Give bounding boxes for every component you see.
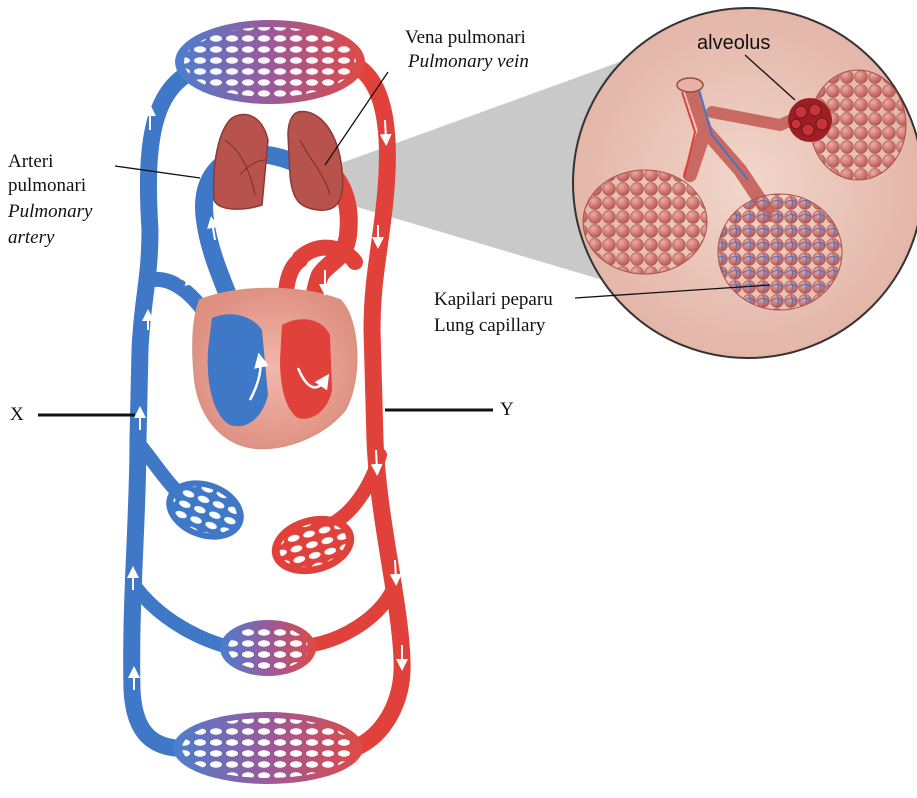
alveolus-cross-section [788,98,832,142]
label-vena-pulmonari: Vena pulmonari [405,26,526,49]
leader-arteri-pulmonari [115,166,200,178]
label-arteri: Arteri [8,150,53,173]
left-ventricle [280,319,332,419]
label-kapilari-peparu: Kapilari peparu [434,288,553,311]
right-lung [288,112,343,211]
alveolar-sac-capillary [718,194,842,310]
label-alveolus: alveolus [697,32,770,55]
label-pulmonari: pulmonari [8,174,86,197]
label-artery: artery [8,226,54,249]
label-pulmonary-vein: Pulmonary vein [408,50,529,73]
right-ventricle [208,314,268,426]
label-x: X [10,403,24,426]
zoom-circle [573,8,917,358]
alveolar-sac-left [583,170,707,274]
label-lung-capillary: Lung capillary [434,314,545,337]
heart [193,289,356,448]
label-y: Y [500,398,514,421]
left-lung [214,114,268,209]
label-pulmonary: Pulmonary [8,200,92,223]
